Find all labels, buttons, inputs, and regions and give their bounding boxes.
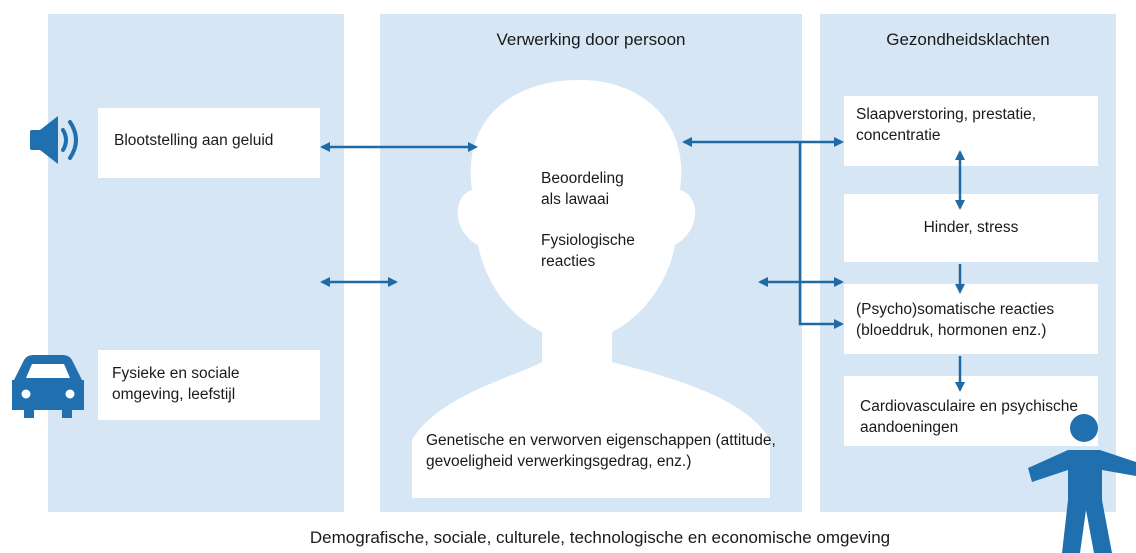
noise-exposure-label: Blootstelling aan geluid bbox=[114, 132, 274, 149]
health-item-somatic: (Psycho)somatische reacties (bloeddruk, … bbox=[844, 284, 1098, 354]
car-icon bbox=[12, 355, 84, 418]
person-icon bbox=[1028, 414, 1136, 553]
environment-label: Fysieke en sociale omgeving, leefstijl bbox=[112, 365, 240, 403]
arrow-branch-to-somatic bbox=[798, 142, 844, 329]
traits-label: Genetische en verworven eigenschappen (a… bbox=[426, 432, 776, 470]
health-item-stress-label: Hinder, stress bbox=[923, 219, 1019, 236]
noise-exposure-box: Blootstelling aan geluid bbox=[98, 108, 320, 178]
right-panel-title: Gezondheidsklachten bbox=[886, 30, 1050, 49]
assessment-label: Beoordeling als lawaai bbox=[541, 170, 624, 208]
health-item-sleep-label: Slaapverstoring, prestatie, concentratie bbox=[856, 106, 1037, 144]
middle-panel-title: Verwerking door persoon bbox=[496, 30, 686, 49]
speaker-icon bbox=[30, 116, 78, 164]
health-item-cardio-label: Cardiovasculaire en psychische aandoenin… bbox=[860, 398, 1078, 436]
left-panel bbox=[48, 14, 344, 512]
health-item-sleep: Slaapverstoring, prestatie, concentratie bbox=[844, 96, 1098, 166]
health-item-somatic-label: (Psycho)somatische reacties (bloeddruk, … bbox=[856, 301, 1055, 339]
footer-caption: Demografische, sociale, culturele, techn… bbox=[309, 528, 891, 547]
health-item-stress: Hinder, stress bbox=[844, 194, 1098, 262]
environment-box: Fysieke en sociale omgeving, leefstijl bbox=[98, 350, 320, 420]
physiological-label: Fysiologische reacties bbox=[541, 232, 635, 270]
health-item-cardio: Cardiovasculaire en psychische aandoenin… bbox=[844, 376, 1098, 446]
